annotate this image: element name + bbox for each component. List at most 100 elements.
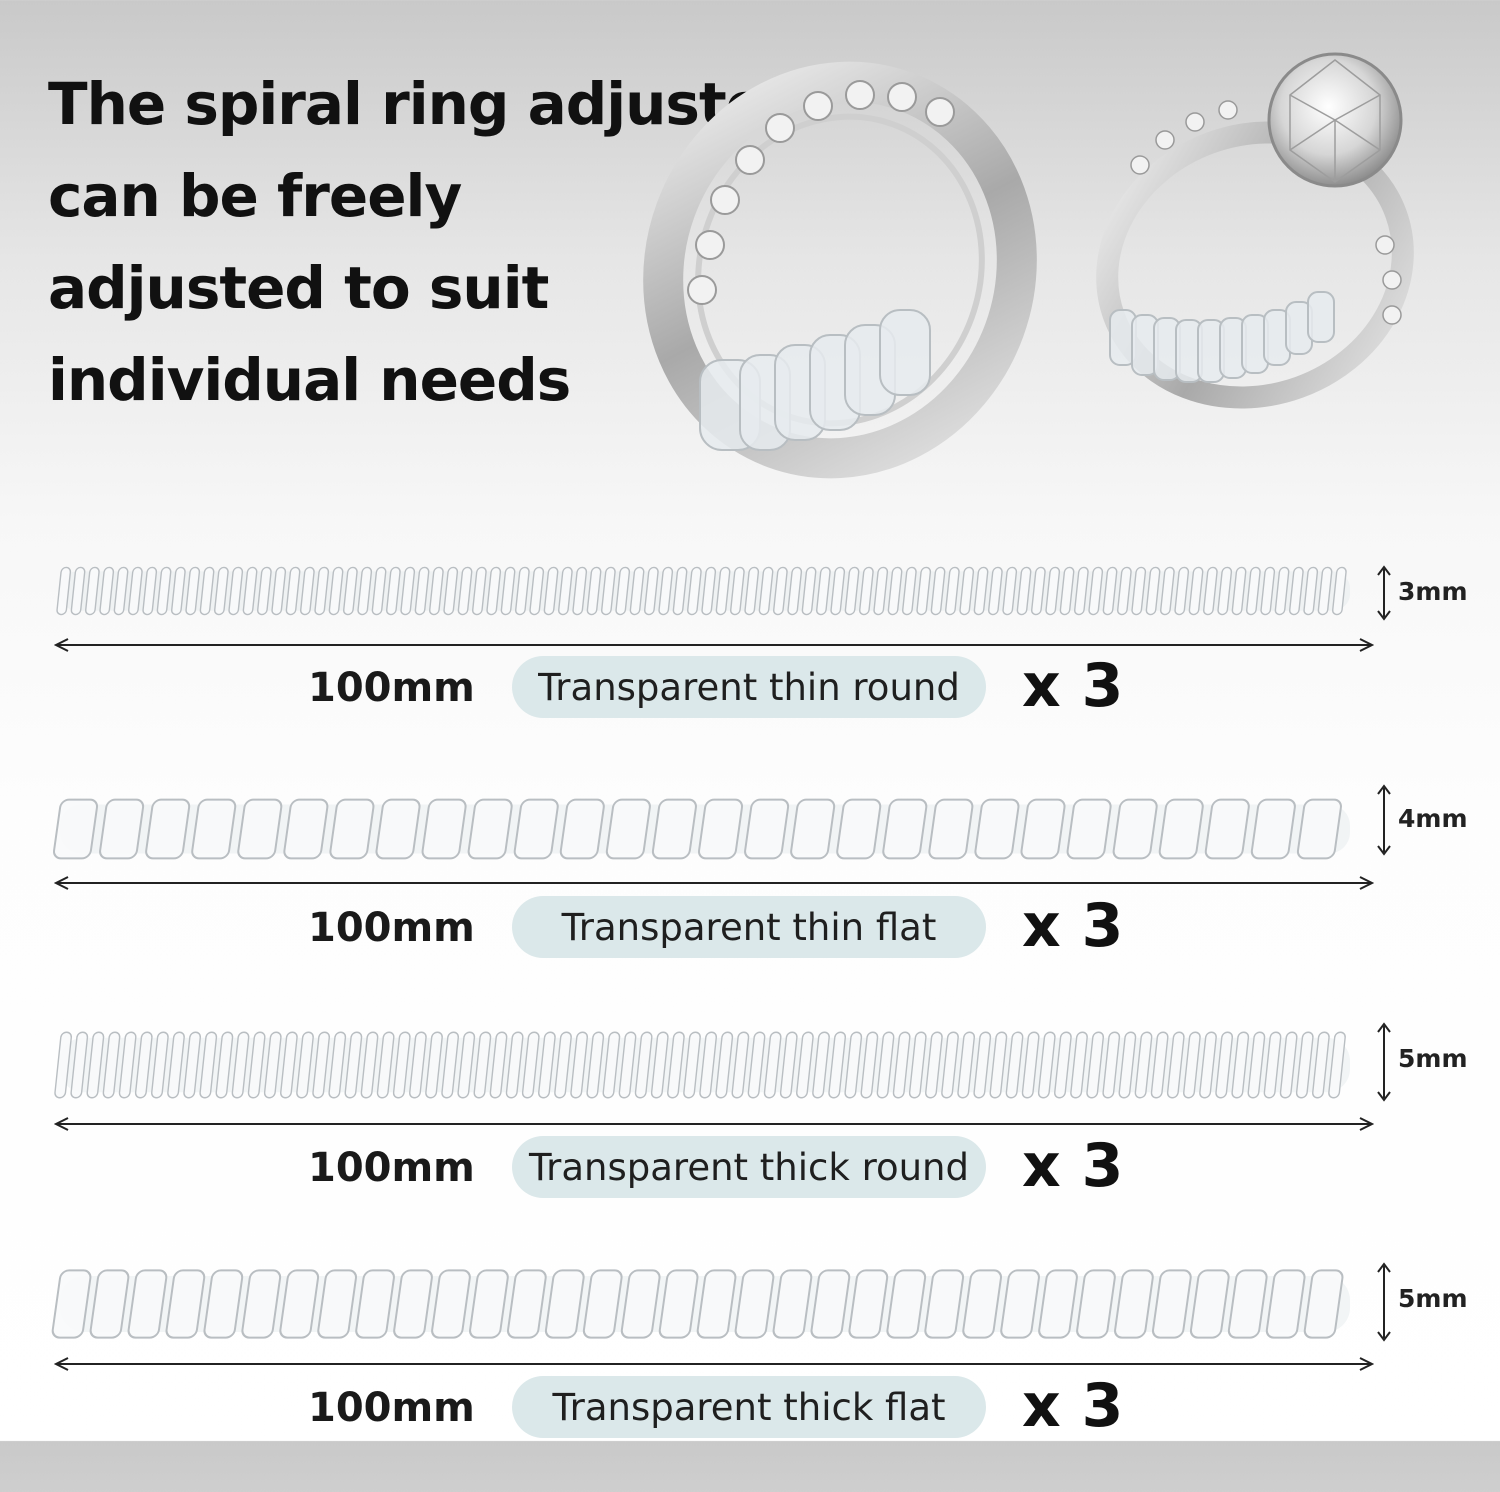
spiral-coil	[601, 566, 616, 616]
spiral-coil	[409, 1031, 427, 1099]
spiral-coil	[772, 1269, 813, 1339]
spiral-coil	[113, 566, 129, 616]
spiral-coil	[744, 798, 790, 860]
spiral-coil	[1021, 1031, 1040, 1099]
spiral-coil	[1312, 1031, 1330, 1099]
spiral-coil	[376, 1031, 395, 1099]
spiral-coil	[582, 1269, 623, 1339]
spiral-coil	[830, 566, 846, 616]
spiral-coil	[887, 566, 903, 616]
thickness-label-1: 3mm	[1398, 577, 1468, 606]
spiral-coil	[559, 798, 605, 860]
spiral-coil	[773, 566, 788, 616]
spiral-coil	[1020, 798, 1066, 860]
spiral-coil	[1317, 566, 1333, 616]
spiral-coil	[570, 1031, 589, 1099]
headline-line-1: The spiral ring adjuster	[48, 70, 793, 138]
spiral-coil	[257, 566, 272, 616]
spiral-coil	[928, 798, 974, 860]
spiral-coil	[1059, 566, 1075, 616]
product-name-pill-4: Transparent thick flat	[512, 1376, 986, 1438]
headline-line-3: adjusted to suit	[48, 254, 549, 322]
spiral-flat-thin	[52, 798, 1350, 860]
spiral-coil	[51, 1269, 92, 1339]
spiral-coil	[457, 566, 473, 616]
spiral-coil	[56, 566, 72, 616]
rings-illustration	[643, 52, 1414, 479]
spiral-coil	[730, 566, 745, 616]
spiral-coil	[941, 1031, 959, 1099]
spiral-coil	[457, 1031, 476, 1099]
spiral-coil	[1246, 566, 1261, 616]
spiral-coil	[1038, 1269, 1078, 1339]
spiral-coil	[629, 566, 645, 616]
thickness-indicator-1	[1377, 565, 1391, 621]
spiral-coil	[86, 1031, 105, 1099]
spiral-coil	[486, 566, 502, 616]
spiral-coil	[237, 798, 283, 860]
spiral-coil	[1151, 1269, 1192, 1339]
spiral-coil	[328, 566, 344, 616]
spiral-coil	[1303, 566, 1319, 616]
spiral-coil	[314, 566, 330, 616]
spiral-coil	[572, 566, 588, 616]
product-name-pill-1: Transparent thin round	[512, 656, 986, 718]
spiral-coil	[185, 566, 201, 616]
spiral-coil	[1118, 1031, 1137, 1099]
spiral-coil	[544, 1269, 585, 1339]
spiral-coil	[280, 1031, 298, 1099]
product-name-pill-3: Transparent thick round	[512, 1136, 986, 1198]
spiral-coil	[1016, 566, 1032, 616]
spiral-coil	[959, 566, 975, 616]
product-row-1: 3mm 100mm Transparent thin round x 3	[0, 545, 1500, 785]
spiral-coil	[329, 798, 375, 860]
spiral-coil	[360, 1031, 379, 1099]
spiral-coil	[860, 1031, 879, 1099]
spiral-coil	[1031, 566, 1046, 616]
spiral-coil	[859, 566, 874, 616]
spiral-coil	[1160, 566, 1175, 616]
spiral-coil	[1296, 798, 1342, 860]
spiral-coil	[758, 566, 774, 616]
spiral-coil	[467, 798, 513, 860]
spiral-coil	[515, 566, 530, 616]
spiral-coil	[957, 1031, 976, 1099]
spiral-round-thin	[56, 566, 1350, 616]
headline: The spiral ring adjuster can be freely a…	[48, 58, 793, 426]
spiral-coil	[85, 566, 100, 616]
headline-line-2: can be freely	[48, 162, 462, 230]
spiral-coil	[1289, 566, 1304, 616]
solitaire-ring-adjuster	[1109, 291, 1335, 383]
spiral-coil	[1074, 566, 1089, 616]
spiral-coil	[1295, 1031, 1314, 1099]
spiral-coil	[876, 1031, 895, 1099]
spiral-coil	[1070, 1031, 1088, 1099]
spiral-coil	[683, 1031, 701, 1099]
spiral-coil	[375, 798, 421, 860]
spiral-coil	[199, 1031, 218, 1099]
spiral-coil	[414, 566, 430, 616]
spiral-coil	[554, 1031, 572, 1099]
spiral-coil	[615, 566, 631, 616]
length-indicator-1	[54, 638, 1374, 652]
spiral-coil	[836, 798, 882, 860]
spiral-coil	[393, 1269, 433, 1339]
spiral-coil	[1279, 1031, 1298, 1099]
spiral-coil	[1265, 1269, 1306, 1339]
spiral-coil	[151, 1031, 169, 1099]
spiral-coil	[1150, 1031, 1169, 1099]
spiral-coil	[902, 566, 917, 616]
spiral-coil	[790, 798, 836, 860]
spiral-coil	[650, 1031, 669, 1099]
spiral-coil	[731, 1031, 750, 1099]
spiral-coil	[602, 1031, 621, 1099]
spiral-coil	[734, 1269, 775, 1339]
spiral-coil	[886, 1269, 927, 1339]
length-indicator-2	[54, 876, 1374, 890]
spiral-coil	[1037, 1031, 1056, 1099]
spiral-coil	[300, 566, 315, 616]
spiral-coil	[247, 1031, 266, 1099]
spiral-coil	[892, 1031, 911, 1099]
solitaire-ring	[1096, 52, 1414, 409]
spiral-coil	[1188, 566, 1204, 616]
